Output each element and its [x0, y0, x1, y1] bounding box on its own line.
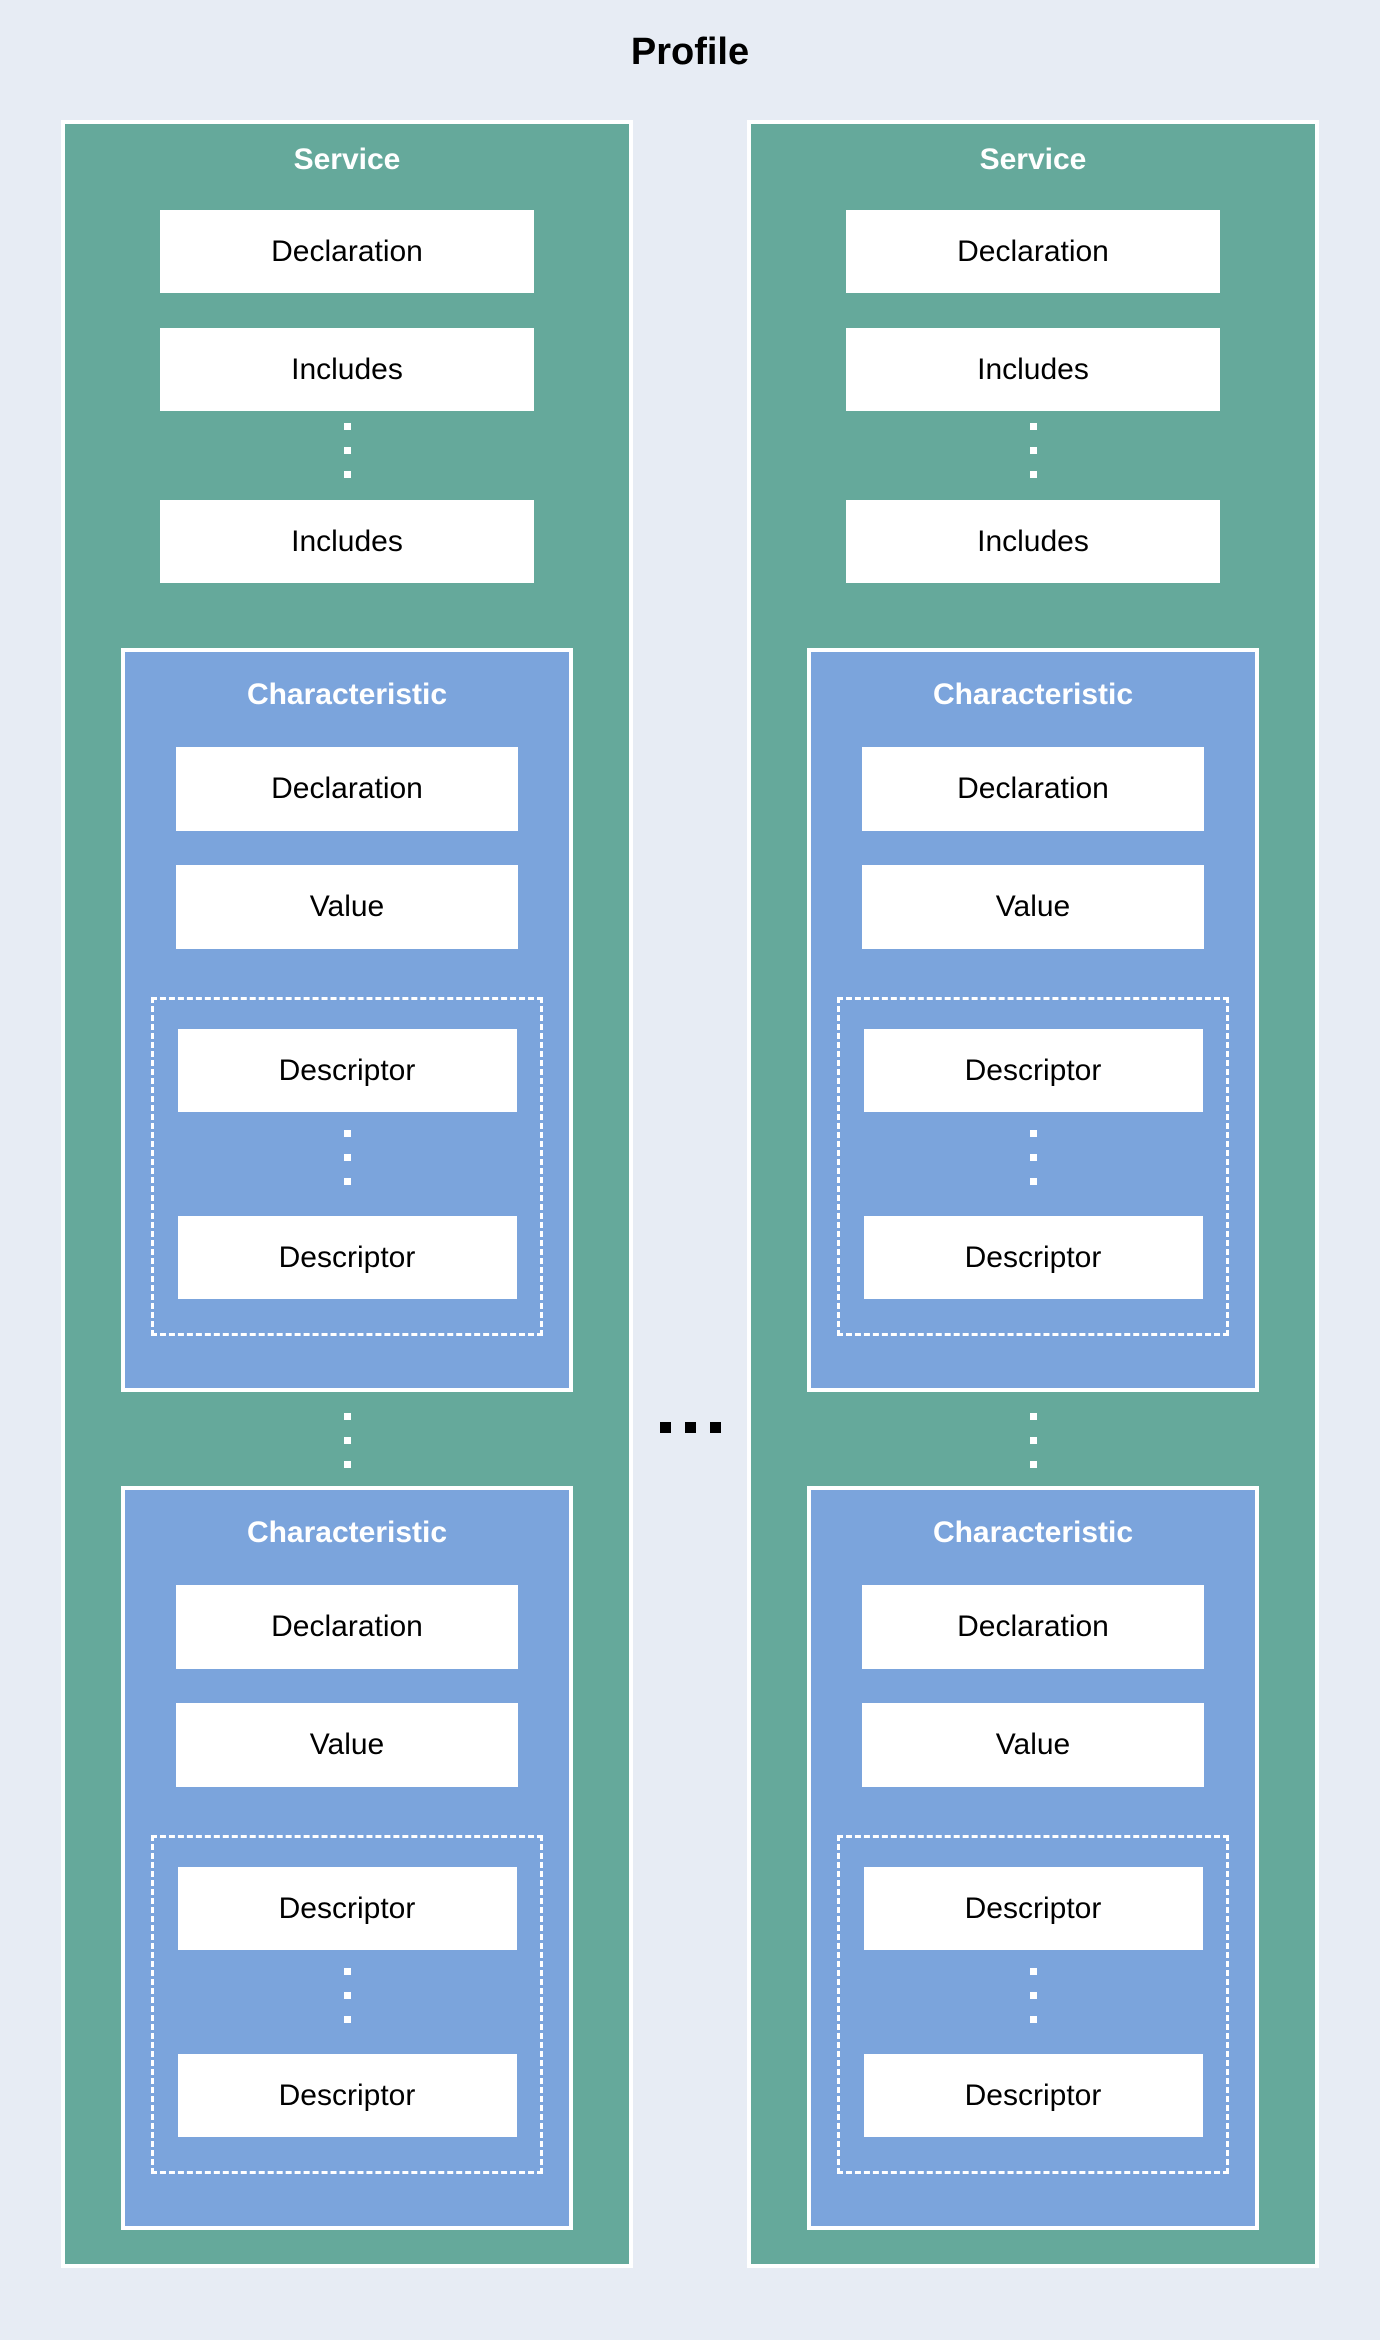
service-includes-box: Includes	[160, 500, 534, 583]
vertical-ellipsis-icon	[343, 1968, 351, 2023]
page-title: Profile	[630, 31, 750, 73]
descriptor-box: Descriptor	[177, 1867, 517, 1950]
descriptor-box: Descriptor	[863, 1867, 1203, 1950]
service-declaration-box: Declaration	[160, 210, 534, 293]
vertical-ellipsis-icon	[1029, 1130, 1037, 1185]
characteristic-declaration-box: Declaration	[176, 1585, 518, 1669]
characteristic-title: Characteristic	[932, 678, 1134, 711]
descriptor-group: Descriptor Descriptor	[151, 997, 543, 1336]
service-declaration-box: Declaration	[846, 210, 1220, 293]
characteristic-title: Characteristic	[246, 1516, 448, 1549]
vertical-ellipsis-icon	[1029, 1413, 1037, 1468]
profile-diagram: Service Declaration Includes Includes Ch…	[0, 120, 1380, 2268]
characteristic-box: Characteristic Declaration Value Descrip…	[807, 648, 1259, 1392]
service-box-2: Service Declaration Includes Includes Ch…	[747, 120, 1319, 2268]
vertical-ellipsis-icon	[343, 1130, 351, 1185]
descriptor-box: Descriptor	[177, 2054, 517, 2137]
descriptor-group: Descriptor Descriptor	[837, 997, 1229, 1336]
descriptor-box: Descriptor	[177, 1029, 517, 1112]
services-gap	[633, 120, 747, 1433]
vertical-ellipsis-icon	[343, 1413, 351, 1468]
descriptor-group: Descriptor Descriptor	[151, 1835, 543, 2174]
characteristic-value-box: Value	[176, 865, 518, 949]
characteristic-box: Characteristic Declaration Value Descrip…	[807, 1486, 1259, 2230]
characteristic-declaration-box: Declaration	[176, 747, 518, 831]
service-title: Service	[293, 143, 401, 176]
descriptor-box: Descriptor	[863, 1216, 1203, 1299]
characteristic-title: Characteristic	[246, 678, 448, 711]
service-title: Service	[979, 143, 1087, 176]
service-includes-box: Includes	[846, 328, 1220, 411]
characteristic-declaration-box: Declaration	[862, 1585, 1204, 1669]
characteristic-value-box: Value	[862, 1703, 1204, 1787]
vertical-ellipsis-icon	[1029, 1968, 1037, 2023]
characteristic-declaration-box: Declaration	[862, 747, 1204, 831]
descriptor-box: Descriptor	[177, 1216, 517, 1299]
characteristic-value-box: Value	[862, 865, 1204, 949]
service-includes-box: Includes	[846, 500, 1220, 583]
vertical-ellipsis-icon	[343, 423, 351, 478]
characteristic-box: Characteristic Declaration Value Descrip…	[121, 648, 573, 1392]
descriptor-box: Descriptor	[863, 2054, 1203, 2137]
service-box-1: Service Declaration Includes Includes Ch…	[61, 120, 633, 2268]
characteristic-title: Characteristic	[932, 1516, 1134, 1549]
characteristic-box: Characteristic Declaration Value Descrip…	[121, 1486, 573, 2230]
characteristic-value-box: Value	[176, 1703, 518, 1787]
service-includes-box: Includes	[160, 328, 534, 411]
horizontal-ellipsis-icon	[659, 1422, 721, 1433]
descriptor-box: Descriptor	[863, 1029, 1203, 1112]
vertical-ellipsis-icon	[1029, 423, 1037, 478]
descriptor-group: Descriptor Descriptor	[837, 1835, 1229, 2174]
